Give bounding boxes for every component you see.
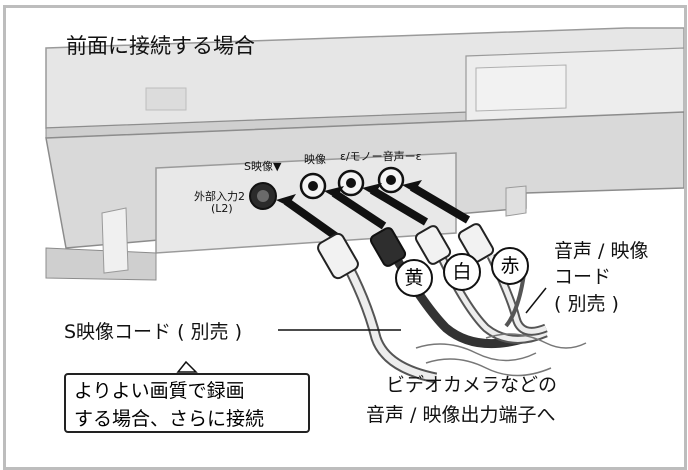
red-plug-badge xyxy=(491,247,529,285)
white-plug xyxy=(414,225,452,265)
red-plug-label: 赤 xyxy=(500,255,519,277)
input-label-line2: (L2) xyxy=(211,202,233,215)
camera-label-line1: ビデオカメラなどの xyxy=(386,374,558,396)
input-label-line1: 外部入力2 xyxy=(194,190,245,203)
callout-box: よりよい画質で録画 する場合、さらに接続 xyxy=(64,373,310,433)
s-video-cord-label: S映像コード ( 別売 ) xyxy=(64,321,243,343)
white-plug-label: 白 xyxy=(452,261,471,283)
av-cord-label-line1: 音声 / 映像 xyxy=(554,240,649,262)
device-foot-clip xyxy=(101,207,129,274)
av-cord-label-line2: コード xyxy=(554,266,612,288)
insert-arrows xyxy=(276,180,471,244)
yellow-plug-label: 黄 xyxy=(404,267,423,289)
front-lower-left xyxy=(45,247,157,281)
illustration-frame: 黄 白 赤 前面に接続する場合 S映像▼ 映像 ε/モノー音声ーε 外部入力2 … xyxy=(3,5,687,470)
page-title: 前面に接続する場合 xyxy=(66,34,255,58)
device-display-window xyxy=(475,64,567,112)
audio-jack-label: ε/モノー音声ーε xyxy=(340,150,422,163)
device-button-recess xyxy=(145,87,187,111)
video-jack-label: 映像 xyxy=(304,153,326,166)
av-cord-leader-line xyxy=(525,287,547,314)
callout-pointer xyxy=(176,360,198,373)
camera-label-line2: 音声 / 映像出力端子へ xyxy=(366,404,556,426)
callout-line1: よりよい画質で録画 xyxy=(74,380,245,402)
s-video-jack-label: S映像▼ xyxy=(244,160,282,173)
callout-line2: する場合、さらに接続 xyxy=(74,408,265,430)
connection-diagram: 黄 白 赤 xyxy=(45,27,684,384)
white-plug-badge xyxy=(443,253,481,291)
yellow-plug-badge xyxy=(395,259,433,297)
red-plug xyxy=(457,223,495,263)
s-video-plug xyxy=(317,232,359,280)
av-cord-label-line3: ( 別売 ) xyxy=(554,293,619,315)
yellow-plug xyxy=(369,227,407,267)
